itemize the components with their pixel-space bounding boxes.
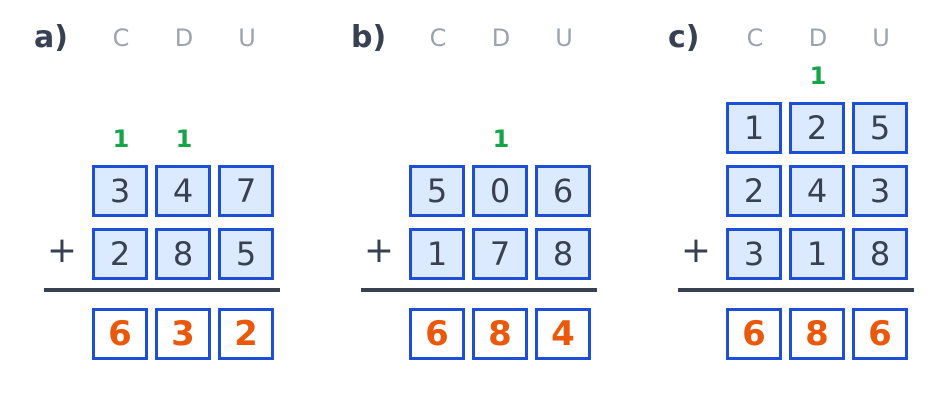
sum-rule bbox=[44, 288, 280, 292]
problem-b: b) C D U 1 5 0 6 + 1 7 8 6 8 4 bbox=[317, 0, 617, 403]
addend-1-units-cell: 6 bbox=[535, 165, 591, 217]
result-tens-cell: 3 bbox=[155, 308, 211, 360]
column-header-tens: D bbox=[808, 24, 828, 52]
problem-label: b) bbox=[351, 20, 387, 55]
column-header-hundreds: C bbox=[746, 24, 764, 52]
result-hundreds-cell: 6 bbox=[726, 308, 782, 360]
problem-label: c) bbox=[668, 20, 700, 55]
addend-2-hundreds-cell: 2 bbox=[92, 228, 148, 280]
addend-1-hundreds-cell: 3 bbox=[92, 165, 148, 217]
addend-1-tens-cell: 4 bbox=[155, 165, 211, 217]
addend-2-units-cell: 3 bbox=[852, 165, 908, 217]
carry-tens: 1 bbox=[175, 125, 193, 153]
addend-1-tens-cell: 2 bbox=[789, 102, 845, 154]
addend-1-tens-cell: 0 bbox=[472, 165, 528, 217]
addend-3-units-cell: 8 bbox=[852, 228, 908, 280]
addend-1-units-cell: 5 bbox=[852, 102, 908, 154]
sum-rule bbox=[361, 288, 597, 292]
result-hundreds-cell: 6 bbox=[92, 308, 148, 360]
addend-3-tens-cell: 1 bbox=[789, 228, 845, 280]
carry-tens: 1 bbox=[492, 125, 510, 153]
column-header-hundreds: C bbox=[112, 24, 130, 52]
result-units-cell: 6 bbox=[852, 308, 908, 360]
column-header-units: U bbox=[872, 24, 890, 52]
addend-1-hundreds-cell: 1 bbox=[726, 102, 782, 154]
addend-3-hundreds-cell: 3 bbox=[726, 228, 782, 280]
plus-sign: + bbox=[363, 230, 395, 271]
problem-c: c) C D U 1 1 2 5 2 4 3 + 3 1 8 6 8 6 bbox=[634, 0, 934, 403]
addend-2-hundreds-cell: 2 bbox=[726, 165, 782, 217]
addend-2-hundreds-cell: 1 bbox=[409, 228, 465, 280]
column-header-units: U bbox=[238, 24, 256, 52]
result-tens-cell: 8 bbox=[789, 308, 845, 360]
carry-hundreds: 1 bbox=[112, 125, 130, 153]
addend-2-tens-cell: 7 bbox=[472, 228, 528, 280]
addend-2-units-cell: 5 bbox=[218, 228, 274, 280]
carry-tens: 1 bbox=[809, 62, 827, 90]
plus-sign: + bbox=[680, 230, 712, 271]
column-header-tens: D bbox=[491, 24, 511, 52]
sum-rule bbox=[678, 288, 914, 292]
plus-sign: + bbox=[46, 230, 78, 271]
addend-2-tens-cell: 4 bbox=[789, 165, 845, 217]
result-tens-cell: 8 bbox=[472, 308, 528, 360]
column-header-units: U bbox=[555, 24, 573, 52]
result-hundreds-cell: 6 bbox=[409, 308, 465, 360]
addend-1-units-cell: 7 bbox=[218, 165, 274, 217]
result-units-cell: 4 bbox=[535, 308, 591, 360]
problem-a: a) C D U 1 1 3 4 7 + 2 8 5 6 3 2 bbox=[0, 0, 300, 403]
column-header-hundreds: C bbox=[429, 24, 447, 52]
addend-2-tens-cell: 8 bbox=[155, 228, 211, 280]
addend-1-hundreds-cell: 5 bbox=[409, 165, 465, 217]
result-units-cell: 2 bbox=[218, 308, 274, 360]
addend-2-units-cell: 8 bbox=[535, 228, 591, 280]
problem-label: a) bbox=[34, 20, 68, 55]
column-header-tens: D bbox=[174, 24, 194, 52]
